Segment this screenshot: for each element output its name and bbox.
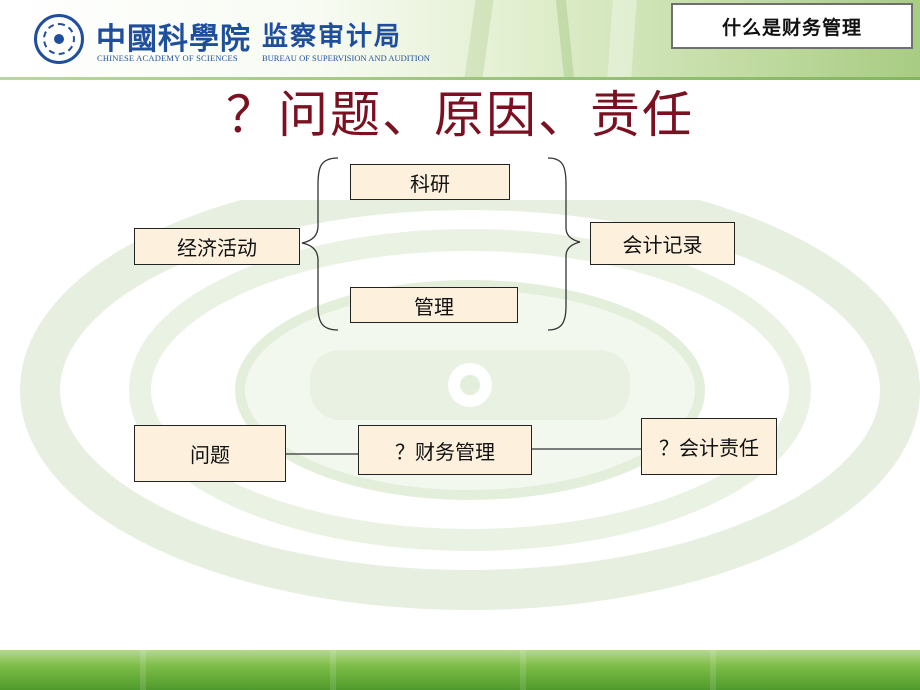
slide-title: ？问题、原因、责任 — [226, 86, 694, 144]
footer-band — [0, 650, 920, 690]
section-title: 什么是财务管理 — [671, 3, 913, 49]
accounting-records-box: 会计记录 — [590, 222, 735, 265]
bureau-name-cn: 监察审计局 — [262, 22, 403, 52]
cas-logo-icon — [34, 14, 84, 64]
org-name-en: CHINESE ACADEMY OF SCIENCES — [97, 53, 238, 63]
watermark-emblem-icon — [20, 200, 920, 610]
bureau-name-en: BUREAU OF SUPERVISION AND AUDITION — [262, 53, 430, 63]
org-name-cn: 中國科學院 — [96, 22, 251, 57]
problem-box: 问题 — [134, 425, 286, 482]
accounting-responsibility-box: ？会计责任 — [641, 418, 777, 475]
economic-activity-box: 经济活动 — [134, 228, 300, 265]
management-box: 管理 — [350, 287, 518, 323]
header-divider — [0, 77, 920, 80]
research-box: 科研 — [350, 164, 510, 200]
financial-management-box: ？财务管理 — [358, 425, 532, 475]
